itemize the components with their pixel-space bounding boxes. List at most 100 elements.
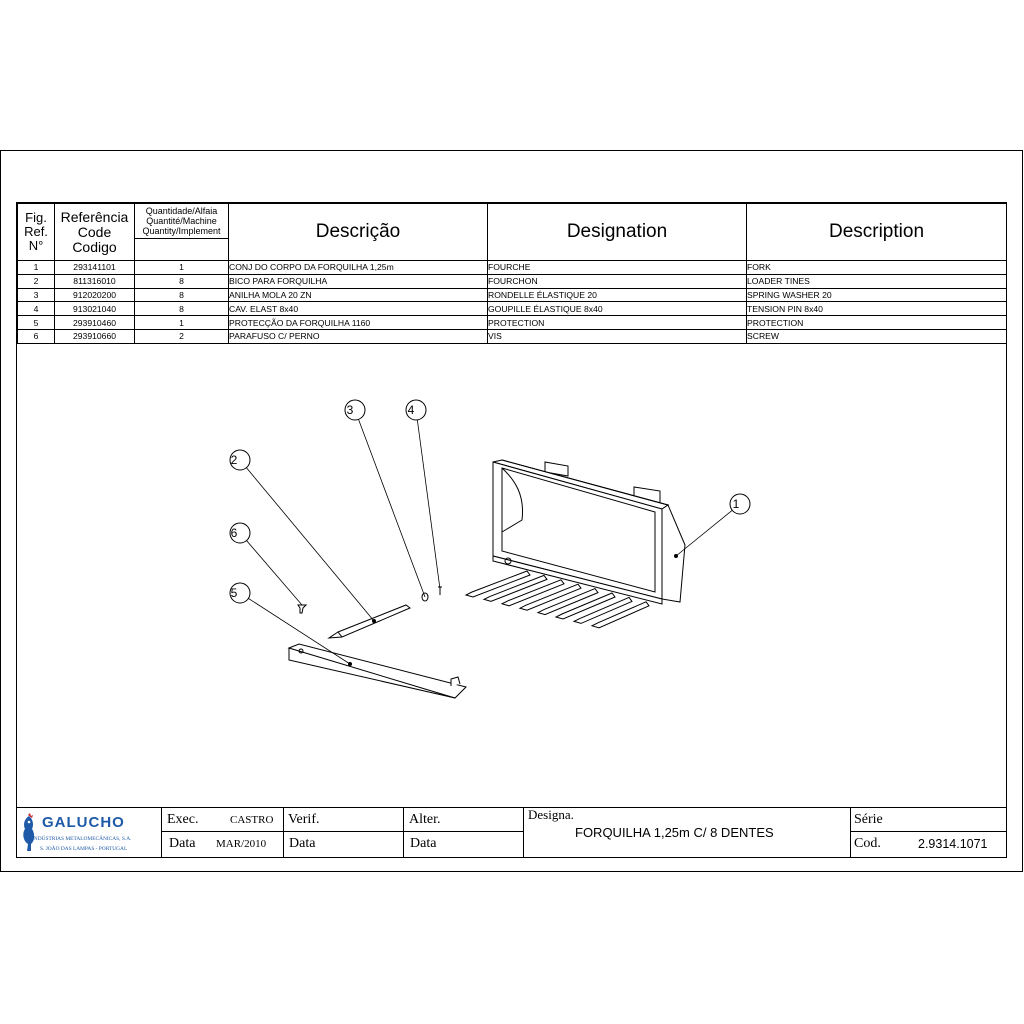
callout-bubbles [229,399,751,604]
header-qty-en: Quantity/Implement [142,226,221,236]
cell-qty: 2 [134,328,229,344]
cell-designation: VIS [487,328,747,344]
protection-bar-drawing [287,643,467,699]
cell-descricao: BICO PARA FORQUILHA [228,273,488,289]
drawing-frame [16,202,1007,858]
callout-leaders [239,409,741,665]
header-quantity-blank [134,238,229,261]
date-label: Data [169,836,196,851]
designation-label: Designa. [528,807,574,822]
cell-designation: RONDELLE ÉLASTIQUE 20 [487,287,747,303]
callout-label-5: 5 [231,586,238,600]
cell-qty: 1 [134,260,229,275]
rooster-logo-icon [23,813,35,851]
cell-description: PROTECTION [746,315,1007,330]
fork-tine [572,596,633,624]
table-row: 2 811316010 8 BICO PARA FORQUILHA FOURCH… [17,273,1007,289]
table-row: 4 913021040 8 CAV. ELAST 8x40 GOUPILLE É… [17,301,1007,317]
screw-drawing [297,604,308,614]
fork-tine [464,570,531,598]
cod-value: 2.9314.1071 [918,837,988,851]
cell-fig: 5 [17,315,55,330]
title-block-divider-v1 [161,808,162,857]
cell-fig: 4 [17,301,55,317]
company-logo-location: S. JOÃO DAS LAMPAS - PORTUGAL [40,846,128,852]
fork-tine [536,587,599,616]
table-row: 3 912020200 8 ANILHA MOLA 20 ZN RONDELLE… [17,287,1007,303]
title-block-divider-v5 [850,808,851,857]
header-qty-pt: Quantidade/Alfaia [145,206,218,216]
cell-qty: 8 [134,273,229,289]
callout-label-4: 4 [408,403,415,417]
cell-code: 912020200 [54,287,135,303]
fork-body-drawing [492,459,686,605]
cell-description: TENSION PIN 8x40 [746,301,1007,317]
verif-label: Verif. [288,812,320,827]
callout-circle-6 [229,522,251,544]
title-block-divider-h [161,831,523,832]
cell-code: 293910660 [54,328,135,344]
table-header-row-2 [18,238,1007,261]
header-fig-ref: Fig. Ref. N° [17,203,55,261]
company-logo-subtitle: INDÚSTRIAS METALOMECÂNICAS, S.A. [32,836,132,842]
callout-label-1: 1 [733,497,740,511]
callout-label-2: 2 [231,453,238,467]
cell-qty: 1 [134,315,229,330]
cell-fig: 6 [17,328,55,344]
header-descricao: Descrição [228,203,488,261]
parts-table: Fig. Ref. N° Referência Code Codigo Quan… [17,203,1007,344]
header-codigo-line: Codigo [72,238,117,255]
serie-label: Série [854,812,883,827]
company-logo-name: GALUCHO [42,814,125,831]
cell-qty: 8 [134,287,229,303]
cell-designation: FOURCHON [487,273,747,289]
cod-label: Cod. [854,836,881,851]
cell-code: 293141101 [54,260,135,275]
header-referencia-line: Referência [60,208,129,225]
cell-fig: 1 [17,260,55,275]
cell-designation: GOUPILLE ÉLASTIQUE 8x40 [487,301,747,317]
cell-description: SPRING WASHER 20 [746,287,1007,303]
header-no-line: N° [28,238,44,253]
verif-date-label: Data [289,836,316,851]
cell-fig: 3 [17,287,55,303]
table-header-row: Fig. Ref. N° Referência Code Codigo Quan… [17,203,1007,261]
cell-fig: 2 [17,273,55,289]
designation-value: FORQUILHA 1,25m C/ 8 DENTES [575,825,774,840]
fork-tine [482,574,548,602]
alter-date-label: Data [410,836,437,851]
cell-descricao: PROTECÇÃO DA FORQUILHA 1160 [228,315,488,330]
header-code-line: Code [77,223,112,240]
fork-tines-drawing [464,570,650,629]
cell-descricao: ANILHA MOLA 20 ZN [228,287,488,303]
cell-description: SCREW [746,328,1007,344]
table-row: 1 293141101 1 CONJ DO CORPO DA FORQUILHA… [17,260,1007,275]
callout-circle-1 [729,493,751,515]
callout-circle-3 [344,399,366,421]
exec-value: CASTRO [230,814,274,826]
alter-label: Alter. [409,812,441,827]
cell-code: 811316010 [54,273,135,289]
parts-body: 1 293141101 1 CONJ DO CORPO DA FORQUILHA… [17,260,1007,344]
header-ref-line: Ref. [24,224,48,239]
table-row: 5 293910460 1 PROTECÇÃO DA FORQUILHA 116… [17,315,1007,330]
cell-descricao: CAV. ELAST 8x40 [228,301,488,317]
header-description: Description [746,203,1007,261]
exec-label: Exec. [167,812,199,827]
fork-tine [518,583,582,611]
cell-designation: PROTECTION [487,315,747,330]
cell-descricao: CONJ DO CORPO DA FORQUILHA 1,25m [228,260,488,275]
callout-circle-4 [405,399,427,421]
callout-label-6: 6 [231,526,238,540]
header-quantity: Quantidade/Alfaia Quantité/Machine Quant… [134,203,229,239]
cell-code: 913021040 [54,301,135,317]
fork-tine [554,592,616,620]
cell-code: 293910460 [54,315,135,330]
fork-tine [500,579,565,607]
fork-tine [590,601,650,629]
title-block-divider-v2 [283,808,284,857]
loose-tine-drawing [327,604,411,639]
callout-circle-5 [229,582,251,604]
title-block [17,807,1006,857]
title-block-divider-v3 [403,808,404,857]
